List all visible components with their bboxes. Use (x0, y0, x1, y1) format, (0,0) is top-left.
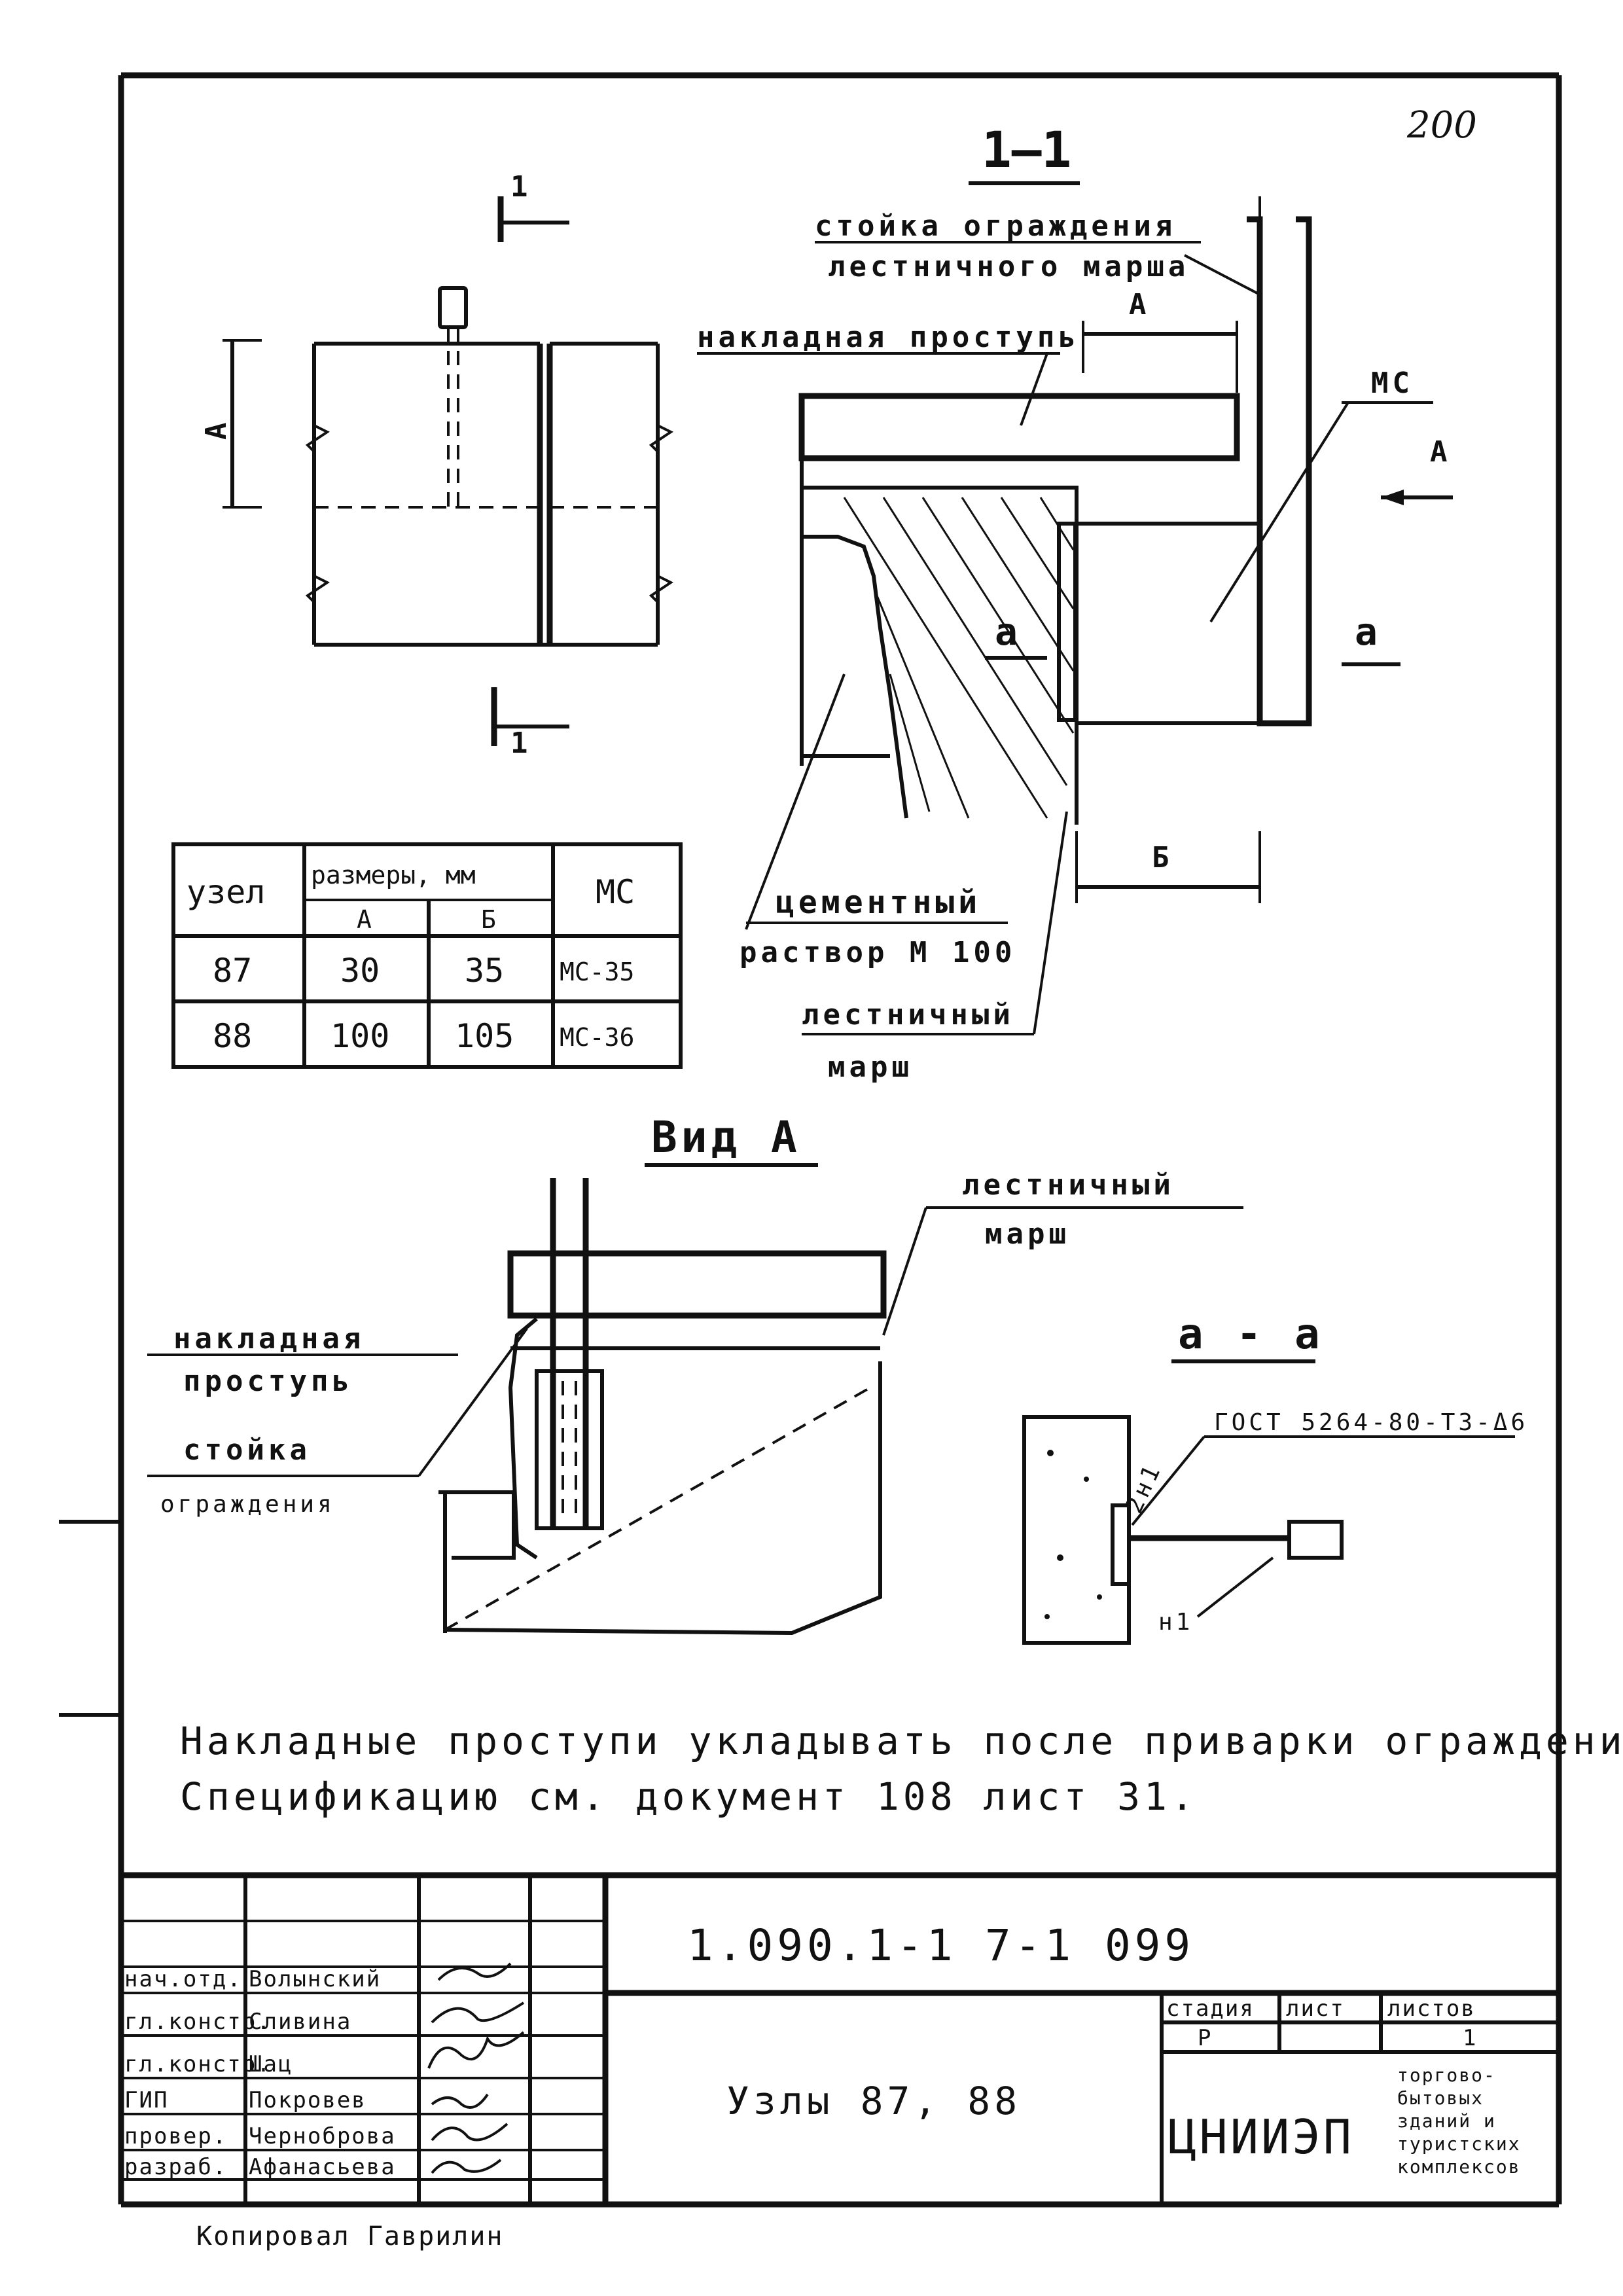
role-label: нач.отд. (124, 1966, 242, 1992)
table-cell: 105 (455, 1017, 514, 1055)
label-flight-line1: лестничный (802, 998, 1014, 1031)
label-mortar-line1: цементный (776, 884, 981, 921)
org-sub-line: туристских (1397, 2133, 1521, 2155)
doc-number: 7-1 099 (985, 1920, 1194, 1971)
role-name: Афанасьева (249, 2154, 396, 2180)
view-a: Вид А лестничный марш накладная проступь… (147, 1112, 1243, 1636)
label-post-line1: стойка ограждения (815, 209, 1176, 243)
label-mc: МС (1371, 367, 1414, 400)
table-cell: МС-36 (560, 1023, 634, 1052)
table-cell: 88 (213, 1017, 252, 1055)
aa-weld-bottom: н1 (1158, 1609, 1193, 1636)
va-tread-line1: накладная (173, 1322, 365, 1355)
sizes-table: узел размеры, мм А Б МС 87 30 35 МС-35 8… (171, 842, 683, 1069)
org-sub-line: комплексов (1397, 2156, 1521, 2178)
org-sub-line: бытовых (1397, 2087, 1484, 2109)
role-label: провер. (124, 2123, 227, 2149)
label-cut-left: а (995, 609, 1022, 654)
role-label: гл.констр. (124, 2009, 272, 2035)
role-name: Сливина (249, 2009, 351, 2035)
role-name: Шац (249, 2051, 293, 2077)
role-name: Черноброва (249, 2123, 396, 2149)
table-cell: 35 (465, 952, 504, 990)
org-sub-line: торгово- (1397, 2064, 1496, 2086)
section-title: 1–1 (982, 120, 1071, 179)
label-dim-b: Б (1152, 841, 1173, 874)
section-aa-title: а - а (1178, 1310, 1324, 1359)
va-flight-line1: лестничный (962, 1168, 1175, 1202)
plan-cut-bottom: 1 (510, 726, 532, 760)
sheets-value: 1 (1463, 2025, 1477, 2051)
table-cell: 100 (330, 1017, 389, 1055)
table-cell: 87 (213, 952, 252, 990)
table-cell: МС-35 (560, 958, 634, 986)
role-label: гл.констр. (124, 2051, 272, 2077)
table-cell: 30 (340, 952, 380, 990)
label-view-arrow: А (1430, 435, 1452, 469)
org-sub-line: зданий и (1397, 2110, 1496, 2132)
va-post-line1: стойка (183, 1433, 311, 1467)
plan-dim-a: А (200, 419, 233, 440)
role-label: разраб. (124, 2154, 227, 2180)
doc-code: 1.090.1-1 (687, 1920, 957, 1971)
role-name: Волынский (249, 1966, 381, 1992)
signature-marks (427, 1962, 525, 2174)
note-line-1: Накладные проступи укладывать после прив… (180, 1719, 1623, 1763)
sheet-label: лист (1286, 1996, 1345, 2022)
label-mortar-line2: раствор М 100 (740, 936, 1016, 969)
th-mc: МС (596, 873, 635, 911)
section-1-1: 1–1 стойка ограждения лестничного марша … (697, 120, 1453, 1084)
sheet-number: 200 (1406, 104, 1477, 147)
th-node: узел (187, 873, 265, 911)
th-col-b: Б (481, 905, 496, 934)
role-name: Покровев (249, 2087, 366, 2113)
org-name: ЦНИИЭП (1168, 2109, 1354, 2164)
plan-cut-top: 1 (510, 170, 532, 204)
notes: Накладные проступи укладывать после прив… (180, 1719, 1623, 1819)
label-cut-right: а (1355, 609, 1382, 654)
label-post-line2: лестничного марша (828, 250, 1189, 283)
view-a-title: Вид А (651, 1112, 801, 1162)
title-block: 1.090.1-1 7-1 099 Узлы 87, 88 стадия лис… (121, 1872, 1559, 2251)
stage-label: стадия (1166, 1996, 1255, 2022)
th-sizes: размеры, мм (311, 861, 476, 889)
label-dim-a: А (1129, 288, 1150, 321)
sheet-frame (59, 72, 1562, 2208)
section-a-a: а - а ГОСТ 5264-80-Т3-Δ6 2н1 н1 (1022, 1310, 1528, 1645)
role-label: ГИП (124, 2087, 168, 2113)
label-tread: накладная проступь (697, 321, 1080, 354)
va-flight-line2: марш (985, 1217, 1070, 1251)
th-col-a: А (357, 905, 372, 934)
sheets-label: листов (1387, 1996, 1476, 2022)
aa-gost: ГОСТ 5264-80-Т3-Δ6 (1214, 1409, 1528, 1436)
note-line-2: Спецификацию см. документ 108 лист 31. (180, 1774, 1198, 1819)
copied-by: Копировал Гаврилин (196, 2221, 503, 2251)
label-flight-line2: марш (828, 1050, 913, 1084)
va-tread-line2: проступь (183, 1365, 353, 1398)
plan-view: А 1 1 (200, 170, 673, 760)
drawing-title: Узлы 87, 88 (726, 2079, 1021, 2123)
stage-value: Р (1198, 2025, 1212, 2051)
va-post-line2: ограждения (160, 1491, 335, 1518)
